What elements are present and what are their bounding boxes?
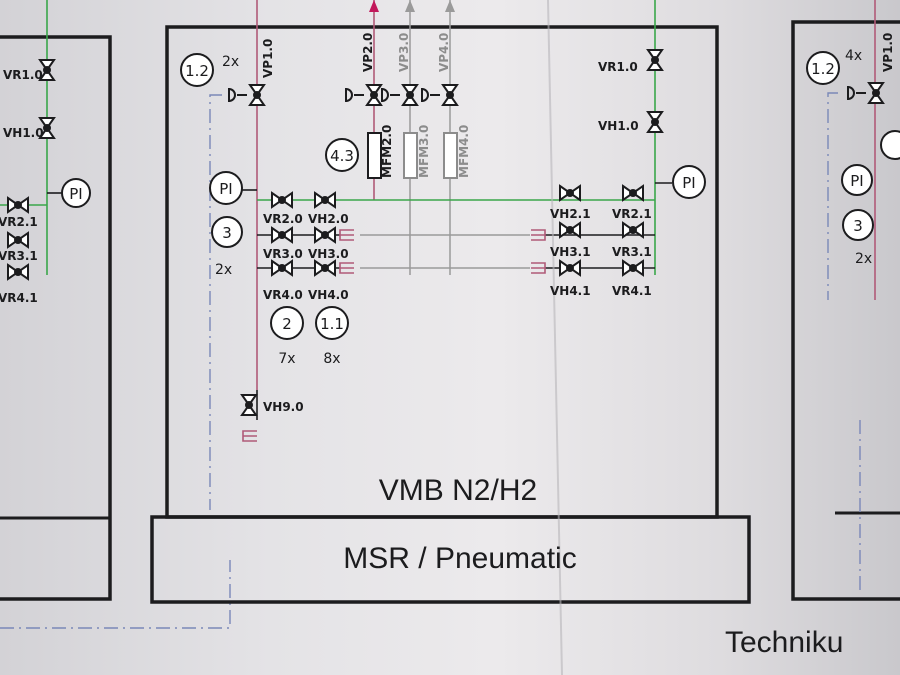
count-2x-top: 2x (222, 54, 239, 70)
ref-3: 3 (222, 224, 232, 242)
label-vh3-0: VH3.0 (308, 247, 349, 261)
count-2x-left: 2x (215, 262, 232, 278)
panel-footer: MSR / Pneumatic (343, 542, 576, 575)
ref-1-2-right: 1.2 (811, 60, 835, 78)
ref-3-right: 3 (853, 217, 863, 235)
label-vr2-0: VR2.0 (263, 212, 303, 226)
label-vh4-1: VH4.1 (550, 284, 591, 298)
count-2x-right: 2x (855, 251, 872, 267)
label-vh2-0: VH2.0 (308, 212, 349, 226)
label-vp2-0: VP2.0 (361, 33, 375, 72)
right-partial-panel (791, 0, 900, 601)
count-7x: 7x (278, 351, 295, 367)
label-vr3-1: VR3.1 (612, 245, 652, 259)
count-4x: 4x (845, 48, 862, 64)
label-vp3-0: VP3.0 (397, 33, 411, 72)
label-vh1-0-left: VH1.0 (3, 126, 44, 140)
label-vh3-1: VH3.1 (550, 245, 591, 259)
pi-gauge-main: PI (219, 180, 232, 198)
label-vh1-0-right: VH1.0 (598, 119, 639, 133)
label-vr4-1: VR4.1 (612, 284, 652, 298)
right-panel-labels: 1.2 4x VP1.0 PI 3 2x Techniku (725, 33, 895, 659)
pi-gauge-left: PI (69, 185, 82, 203)
label-mfm2-0: MFM2.0 (380, 125, 394, 178)
page-footer-text: Techniku (725, 626, 843, 659)
label-mfm4-0: MFM4.0 (457, 125, 471, 178)
label-vr3-0: VR3.0 (263, 247, 303, 261)
label-vp1-0: VP1.0 (261, 39, 275, 78)
label-vp1-0-right: VP1.0 (881, 33, 895, 72)
label-vr4-1-left: VR4.1 (0, 291, 38, 305)
main-panel (150, 0, 751, 604)
label-vr2-1: VR2.1 (612, 207, 652, 221)
label-vr2-1-left: VR2.1 (0, 215, 38, 229)
label-vh4-0: VH4.0 (308, 288, 349, 302)
main-panel-labels: 1.2 2x VP1.0 VP2.0 VP3.0 VP4.0 4.3 MFM2.… (185, 33, 696, 575)
left-panel-labels: VR1.0 VH1.0 VR2.1 VR3.1 VR4.1 PI (0, 68, 83, 305)
label-vr4-0: VR4.0 (263, 288, 303, 302)
label-vr1-0-left: VR1.0 (3, 68, 43, 82)
label-vr1-0-right: VR1.0 (598, 60, 638, 74)
left-partial-panel (0, 0, 231, 629)
ref-2: 2 (282, 315, 292, 333)
label-vp4-0: VP4.0 (437, 33, 451, 72)
ref-1-1: 1.1 (320, 315, 344, 333)
count-8x: 8x (323, 351, 340, 367)
label-mfm3-0: MFM3.0 (417, 125, 431, 178)
panel-title: VMB N2/H2 (379, 474, 537, 507)
pi-gauge-far-right: PI (850, 172, 863, 190)
pi-gauge-right: PI (682, 174, 695, 192)
label-vr3-1-left: VR3.1 (0, 249, 38, 263)
label-vh9-0: VH9.0 (263, 400, 304, 414)
ref-1-2: 1.2 (185, 62, 209, 80)
ref-4-3: 4.3 (330, 147, 354, 165)
label-vh2-1: VH2.1 (550, 207, 591, 221)
